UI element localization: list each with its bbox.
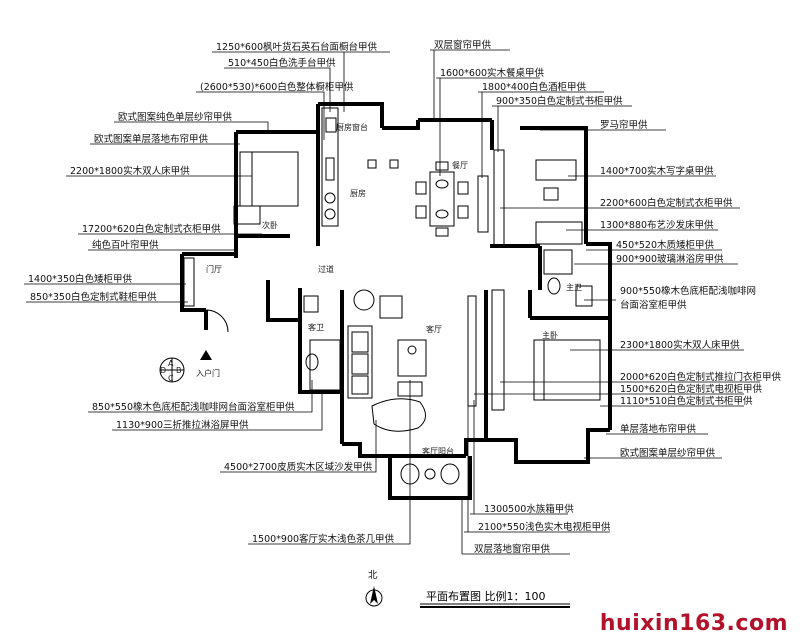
room-second-bedroom: 次卧 (262, 220, 278, 230)
callout-label: (2600*530)*600白色整体橱柜甲供 (200, 81, 354, 93)
callout-label: 2200*1800实木双人床甲供 (70, 165, 190, 177)
callout-label: 17200*620白色定制式衣柜甲供 (82, 223, 221, 235)
callout-label: 1500*620白色定制式电视柜甲供 (620, 383, 763, 395)
walls (180, 102, 612, 500)
callout-label: 1800*400白色酒柜甲供 (482, 81, 587, 93)
marker-letter-a: A (168, 359, 174, 368)
room-main-bath: 主卫 (566, 282, 582, 292)
callout-label: 双层落地窗帘甲供 (474, 543, 551, 555)
room-living: 客厅 (426, 324, 442, 334)
callout-label: 1500*900客厅实木浅色茶几甲供 (252, 533, 395, 545)
marker-letter-b: B (176, 366, 182, 375)
callout-label: 850*350白色定制式鞋柜甲供 (30, 291, 157, 303)
room-master-bedroom: 主卧 (542, 330, 558, 340)
drawing-title: 平面布置图 比例1：100 (420, 589, 570, 608)
callout-label: 欧式图案单层落地布帘甲供 (94, 133, 209, 145)
title-text: 平面布置图 比例1：100 (426, 589, 546, 603)
furniture (183, 107, 601, 485)
callout-label: 900*550橡木色底柜配浅咖啡网 (620, 285, 756, 297)
room-guest-bath: 客卫 (308, 322, 324, 332)
entrance-marker: A B C D 入户门 (159, 350, 220, 383)
callout-label: 510*450白色洗手台甲供 (228, 57, 336, 69)
right-callouts: 双层窗帘甲供 1600*600实木餐桌甲供 1800*400白色酒柜甲供 900… (430, 39, 782, 555)
callout-label: 1130*900三折推拉淋浴屏甲供 (116, 419, 249, 431)
left-callouts: 1250*600枫叶货石英石台面橱台甲供 510*450白色洗手台甲供 (260… (24, 41, 411, 545)
callout-label: 900*350白色定制式书柜甲供 (496, 95, 623, 107)
callout-label: 欧式图案单层纱帘甲供 (620, 447, 716, 459)
marker-letter-c: C (168, 374, 174, 383)
callout-label: 1300*880布艺沙发床甲供 (600, 219, 714, 231)
room-corridor: 过道 (318, 264, 334, 274)
callout-label: 1400*350白色矮柜甲供 (28, 273, 133, 285)
callout-label: 2000*620白色定制式推拉门衣柜甲供 (620, 371, 782, 383)
watermark: huixin163.com (599, 611, 788, 636)
north-arrow: 北 (365, 570, 383, 607)
callout-label: 1600*600实木餐桌甲供 (440, 67, 545, 79)
callout-label: 1400*700实木写字桌甲供 (600, 165, 714, 177)
callout-label: 罗马帘甲供 (600, 119, 648, 131)
callout-label: 4500*2700皮质实木区域沙发甲供 (224, 461, 373, 473)
callout-label: 单层落地布帘甲供 (620, 423, 697, 435)
north-label: 北 (368, 570, 378, 581)
callout-label: 2100*550浅色实木电视柜甲供 (478, 521, 611, 533)
callout-label: 欧式图案纯色单层纱帘甲供 (118, 111, 233, 123)
room-kitchen: 厨房 (350, 188, 366, 198)
callout-label: 850*550橡木色底柜配浅咖啡网台面浴室柜甲供 (92, 401, 295, 413)
callout-label: 1300500水族箱甲供 (484, 503, 574, 515)
callout-label: 纯色百叶帘甲供 (92, 239, 159, 251)
callout-label: 450*520木质矮柜甲供 (616, 239, 715, 251)
room-balcony: 客厅阳台 (422, 446, 454, 456)
north-arrow-icon (370, 586, 378, 604)
callout-label: 1110*510白色定制式书柜甲供 (620, 395, 753, 407)
callout-label: 2200*600白色定制式衣柜甲供 (600, 197, 733, 209)
room-names: 厨房窗台 厨房 餐厅 次卧 门厅 过道 客卫 客厅 主卫 主卧 客厅阳台 (206, 122, 582, 456)
callout-label: 双层窗帘甲供 (434, 39, 492, 51)
room-hall-entry: 门厅 (206, 264, 222, 274)
entrance-label: 入户门 (196, 368, 220, 378)
entrance-arrow-icon (200, 350, 212, 360)
callout-label: 1250*600枫叶货石英石台面橱台甲供 (216, 41, 378, 53)
callout-label: 2300*1800实木双人床甲供 (620, 339, 740, 351)
room-dining: 餐厅 (452, 161, 468, 170)
marker-letter-d: D (160, 366, 166, 375)
callout-label: 900*900玻璃淋浴房甲供 (616, 253, 724, 265)
room-kitchen-window: 厨房窗台 (336, 122, 368, 132)
callout-label: 台面浴室柜甲供 (620, 299, 687, 311)
